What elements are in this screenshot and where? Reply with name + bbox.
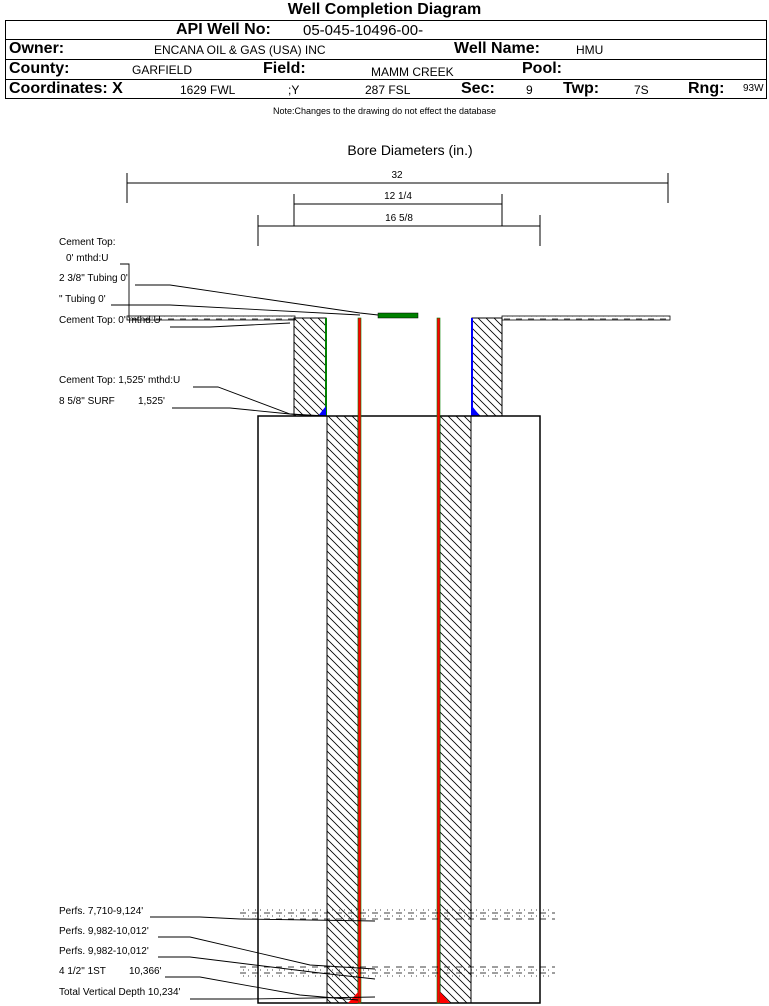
sec-label: Sec:	[461, 80, 495, 97]
api-value: 05-045-10496-00-	[303, 22, 424, 39]
surface-cement-left	[293, 317, 327, 417]
bore-title: Bore Diameters (in.)	[347, 142, 472, 158]
production-cement-left	[326, 415, 359, 1004]
production-casing-label: 4 1/2" 1ST	[59, 966, 106, 977]
annotation-labels: Cement Top: 0' mthd:U 2 3/8" Tubing 0' "…	[59, 237, 181, 998]
casing-shoe-icon	[472, 406, 480, 416]
wellhead	[377, 312, 419, 319]
perfs-label: Perfs. 7,710-9,124'	[59, 906, 143, 917]
well-header-table: API Well No: 05-045-10496-00- Owner: ENC…	[5, 20, 767, 99]
note: Note:Changes to the drawing do not effec…	[273, 106, 496, 116]
casing-shoe-icon	[440, 992, 450, 1003]
perfs-label: Perfs. 9,982-10,012'	[59, 946, 149, 957]
rng-label: Rng:	[688, 80, 725, 97]
production-cement-right	[439, 415, 472, 1004]
perfs-label: Perfs. 9,982-10,012'	[59, 926, 149, 937]
cement-top-label: Cement Top: 0' mthd:U	[59, 315, 161, 326]
surface-casing-depth: 1,525'	[138, 396, 165, 407]
diameter-label: 12 1/4	[384, 191, 412, 202]
field-label: Field:	[263, 60, 306, 77]
twp-value: 7S	[634, 83, 649, 97]
production-casing-right	[436, 317, 441, 1004]
y-value: 287 FSL	[365, 83, 411, 97]
well-name-label: Well Name:	[454, 40, 540, 57]
rng-value: 93W	[743, 83, 764, 94]
perforation-interval	[240, 966, 555, 978]
pool-label: Pool:	[522, 60, 562, 77]
diameter-label: 16 5/8	[385, 213, 413, 224]
surface-conductor	[501, 315, 671, 321]
perforation-interval	[240, 908, 555, 920]
owner-value: ENCANA OIL & GAS (USA) INC	[154, 43, 326, 57]
y-label: ;Y	[288, 83, 300, 97]
surface-casing-label: 8 5/8" SURF	[59, 396, 115, 407]
tubing-label: " Tubing 0'	[59, 294, 106, 305]
county-label: County:	[9, 60, 70, 77]
diameter-dim-32	[126, 173, 669, 203]
surface-cement-right	[471, 317, 503, 417]
field-value: MAMM CREEK	[371, 65, 454, 79]
twp-label: Twp:	[563, 80, 600, 97]
diameter-label: 32	[391, 170, 403, 181]
x-value: 1629 FWL	[180, 83, 236, 97]
production-casing-left	[357, 317, 362, 1004]
diameter-dim-16-5-8	[257, 215, 541, 246]
sec-value: 9	[526, 83, 533, 97]
leader-lines	[111, 263, 379, 1001]
county-value: GARFIELD	[132, 63, 193, 77]
coordinates-label: Coordinates: X	[9, 80, 123, 97]
tvd-label: Total Vertical Depth 10,234'	[59, 987, 181, 998]
tubing-label: 2 3/8" Tubing 0'	[59, 273, 128, 284]
casing-shoe-icon	[318, 406, 326, 416]
well-name-value: HMU	[576, 43, 604, 57]
page-title: Well Completion Diagram	[287, 1, 482, 18]
cement-top-value: 0' mthd:U	[66, 253, 108, 264]
api-label: API Well No:	[176, 21, 271, 38]
owner-label: Owner:	[9, 40, 65, 57]
cement-top-label: Cement Top: 1,525' mthd:U	[59, 375, 180, 386]
production-casing-depth: 10,366'	[129, 966, 162, 977]
cement-top-label: Cement Top:	[59, 237, 116, 248]
production-hole	[257, 415, 541, 1004]
diameter-dim-12-1-4	[293, 194, 503, 226]
